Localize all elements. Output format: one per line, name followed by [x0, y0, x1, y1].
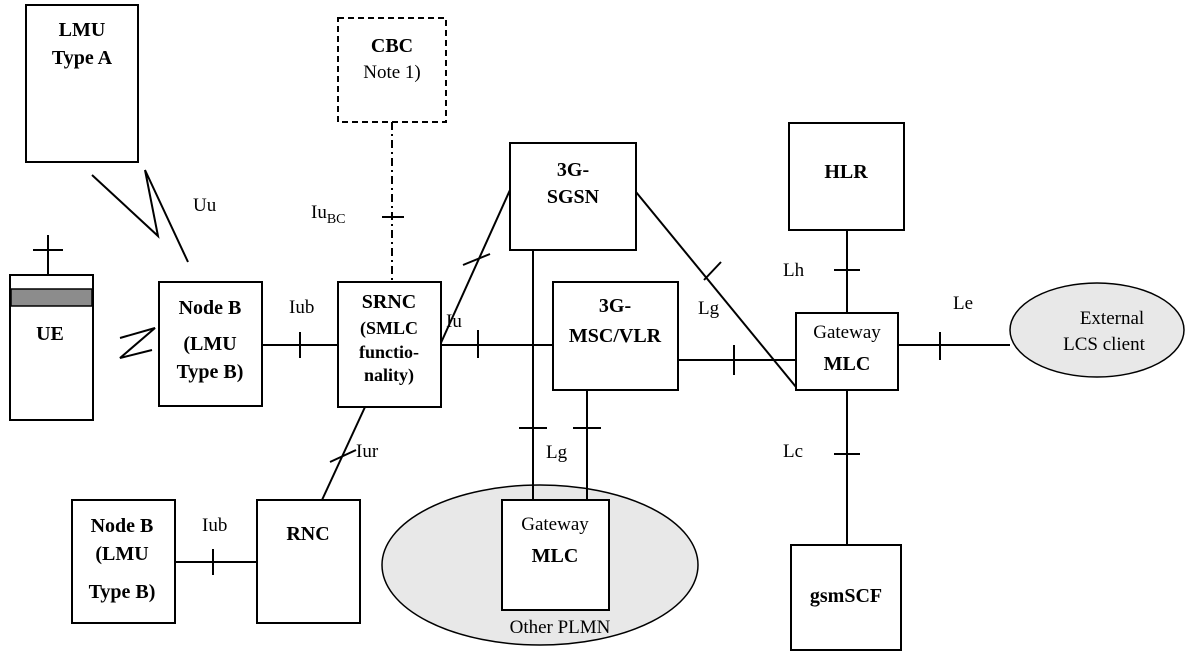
rnc-box: RNC	[256, 499, 361, 624]
msc-line1: 3G-	[599, 295, 631, 317]
ue-label: UE	[36, 323, 64, 345]
msc-line2: MSC/VLR	[569, 325, 662, 347]
external-lcs-client: External LCS client	[1009, 282, 1185, 378]
node-b-1-line2: (LMU	[183, 333, 236, 355]
iu-bc-main: Iu	[311, 202, 327, 223]
cbc-box: CBC Note 1)	[337, 17, 447, 123]
iu-bc-label: IuBC	[311, 202, 346, 227]
ext-line2: LCS client	[1063, 334, 1146, 355]
iur-tick	[329, 449, 357, 463]
gateway-mlc-2-box: Gateway MLC	[501, 499, 610, 611]
sgsn-line1: 3G-	[557, 159, 589, 181]
srnc-box: SRNC (SMLC functio- nality)	[337, 281, 442, 408]
iur-link	[321, 406, 366, 501]
lmu-type-a-line1: LMU	[59, 19, 106, 41]
ue-display-band	[10, 288, 93, 307]
cbc-label: CBC	[371, 35, 413, 57]
srnc-line2: (SMLC	[360, 318, 418, 339]
srnc-line4: nality)	[364, 365, 414, 386]
srnc-line3: functio-	[359, 342, 419, 362]
connection-lines	[91, 122, 1010, 575]
hlr-label: HLR	[824, 161, 868, 183]
srnc-line1: SRNC	[362, 291, 416, 313]
lc-label: Lc	[783, 441, 803, 462]
gmlc-line2: MLC	[824, 353, 871, 375]
node-b-box-1: Node B (LMU Type B)	[158, 281, 263, 407]
node-b-2-line2: (LMU	[95, 543, 148, 565]
node-b-2-line3: Type B)	[89, 581, 156, 603]
node-b-2-line1: Node B	[91, 515, 154, 537]
gsmscf-label: gsmSCF	[810, 585, 882, 607]
iur-label: Iur	[356, 441, 379, 462]
cbc-note: Note 1)	[363, 62, 421, 83]
iub-label-2: Iub	[202, 515, 227, 536]
iub-label-1: Iub	[289, 297, 314, 318]
lg-links	[519, 250, 601, 500]
interface-labels: Uu IuBC Iub Iu Lg Lh Le Lc Iur Iub Lg	[193, 195, 973, 536]
rnc-label: RNC	[286, 523, 329, 545]
gmlc2-line1: Gateway	[521, 514, 589, 535]
sgsn-box: 3G- SGSN	[509, 142, 637, 251]
le-label: Le	[953, 293, 973, 314]
lmu-type-a-line2: Type A	[52, 47, 113, 69]
srnc-sgsn-link	[439, 189, 511, 346]
uu-radio-link	[91, 169, 189, 263]
sgsn-gmlc-tick	[703, 261, 722, 281]
lg-label-2: Lg	[546, 442, 568, 463]
node-b-1-line1: Node B	[179, 297, 242, 319]
ext-line1: External	[1080, 308, 1144, 329]
lh-label: Lh	[783, 260, 805, 281]
node-b-1-line3: Type B)	[177, 361, 244, 383]
hlr-box: HLR	[788, 122, 905, 231]
msc-vlr-box: 3G- MSC/VLR	[552, 281, 679, 391]
srnc-sgsn-tick	[462, 253, 491, 266]
gsmscf-box: gsmSCF	[790, 544, 902, 651]
iu-bc-subscript: BC	[327, 212, 346, 227]
gmlc2-line2: MLC	[532, 545, 579, 567]
node-b-box-2: Node B (LMU Type B)	[71, 499, 176, 624]
gmlc-line1: Gateway	[813, 322, 881, 343]
sgsn-line2: SGSN	[547, 186, 600, 208]
other-plmn-label: Other PLMN	[510, 617, 611, 638]
uu-label: Uu	[193, 195, 217, 216]
ue-device: UE	[9, 235, 94, 421]
lmu-type-a-box: LMU Type A	[25, 4, 139, 163]
gateway-mlc-box: Gateway MLC	[795, 312, 899, 391]
iu-label: Iu	[446, 311, 462, 332]
sgsn-gmlc-link	[635, 191, 797, 388]
ue-radio-link	[119, 327, 156, 359]
lg-label-1: Lg	[698, 298, 720, 319]
